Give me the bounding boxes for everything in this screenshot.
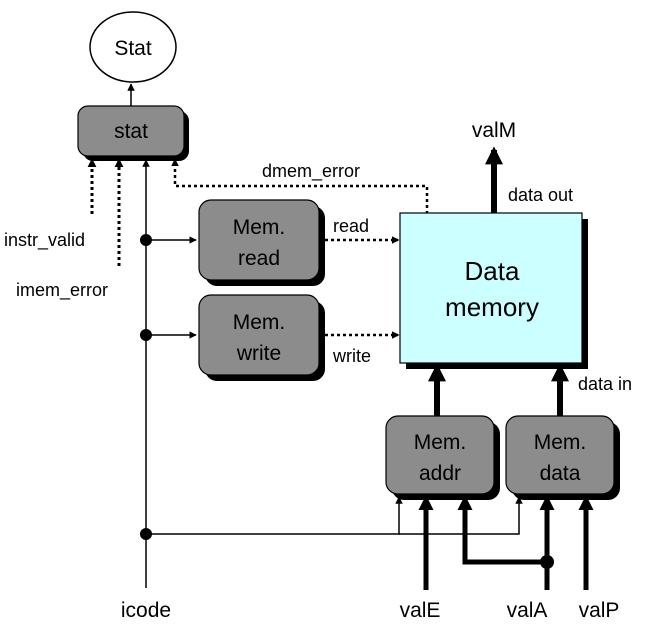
dmem-error-wire [171,158,429,214]
mem-write-label-2: write [236,342,281,365]
data-memory-label-2: memory [445,292,539,322]
stat-ellipse [89,11,177,83]
icode-to-mem-data-wire [399,496,523,535]
valM-label: valM [472,119,516,142]
data-in-label: data in [578,374,632,394]
valA-junction [540,555,554,569]
valA-label: valA [507,599,548,622]
data-memory-block [399,212,583,364]
valE-label: valE [400,599,441,622]
mem-addr-label-1: Mem. [414,431,467,454]
mem-read-label-2: read [238,247,280,270]
instr-valid-label: instr_valid [4,230,85,251]
icode-label: icode [121,599,171,622]
write-label: write [332,346,371,366]
mem-addr-label-2: addr [419,462,461,485]
stat-ellipse-label: Stat [114,37,152,60]
dmem-error-label: dmem_error [262,161,360,182]
valP-label: valP [579,599,620,622]
stat-block-label: stat [114,120,148,143]
mem-read-label-1: Mem. [233,216,286,239]
read-label: read [333,216,369,236]
mem-data-label-1: Mem. [534,431,587,454]
valA-to-mem-addr-wire [457,495,547,565]
data-out-label: data out [508,185,573,205]
icode-to-mem-addr-wire [146,496,403,535]
data-memory-label-1: Data [465,256,520,286]
imem-error-label: imem_error [16,280,108,301]
mem-write-label-1: Mem. [233,311,286,334]
mem-data-label-2: data [540,462,581,485]
